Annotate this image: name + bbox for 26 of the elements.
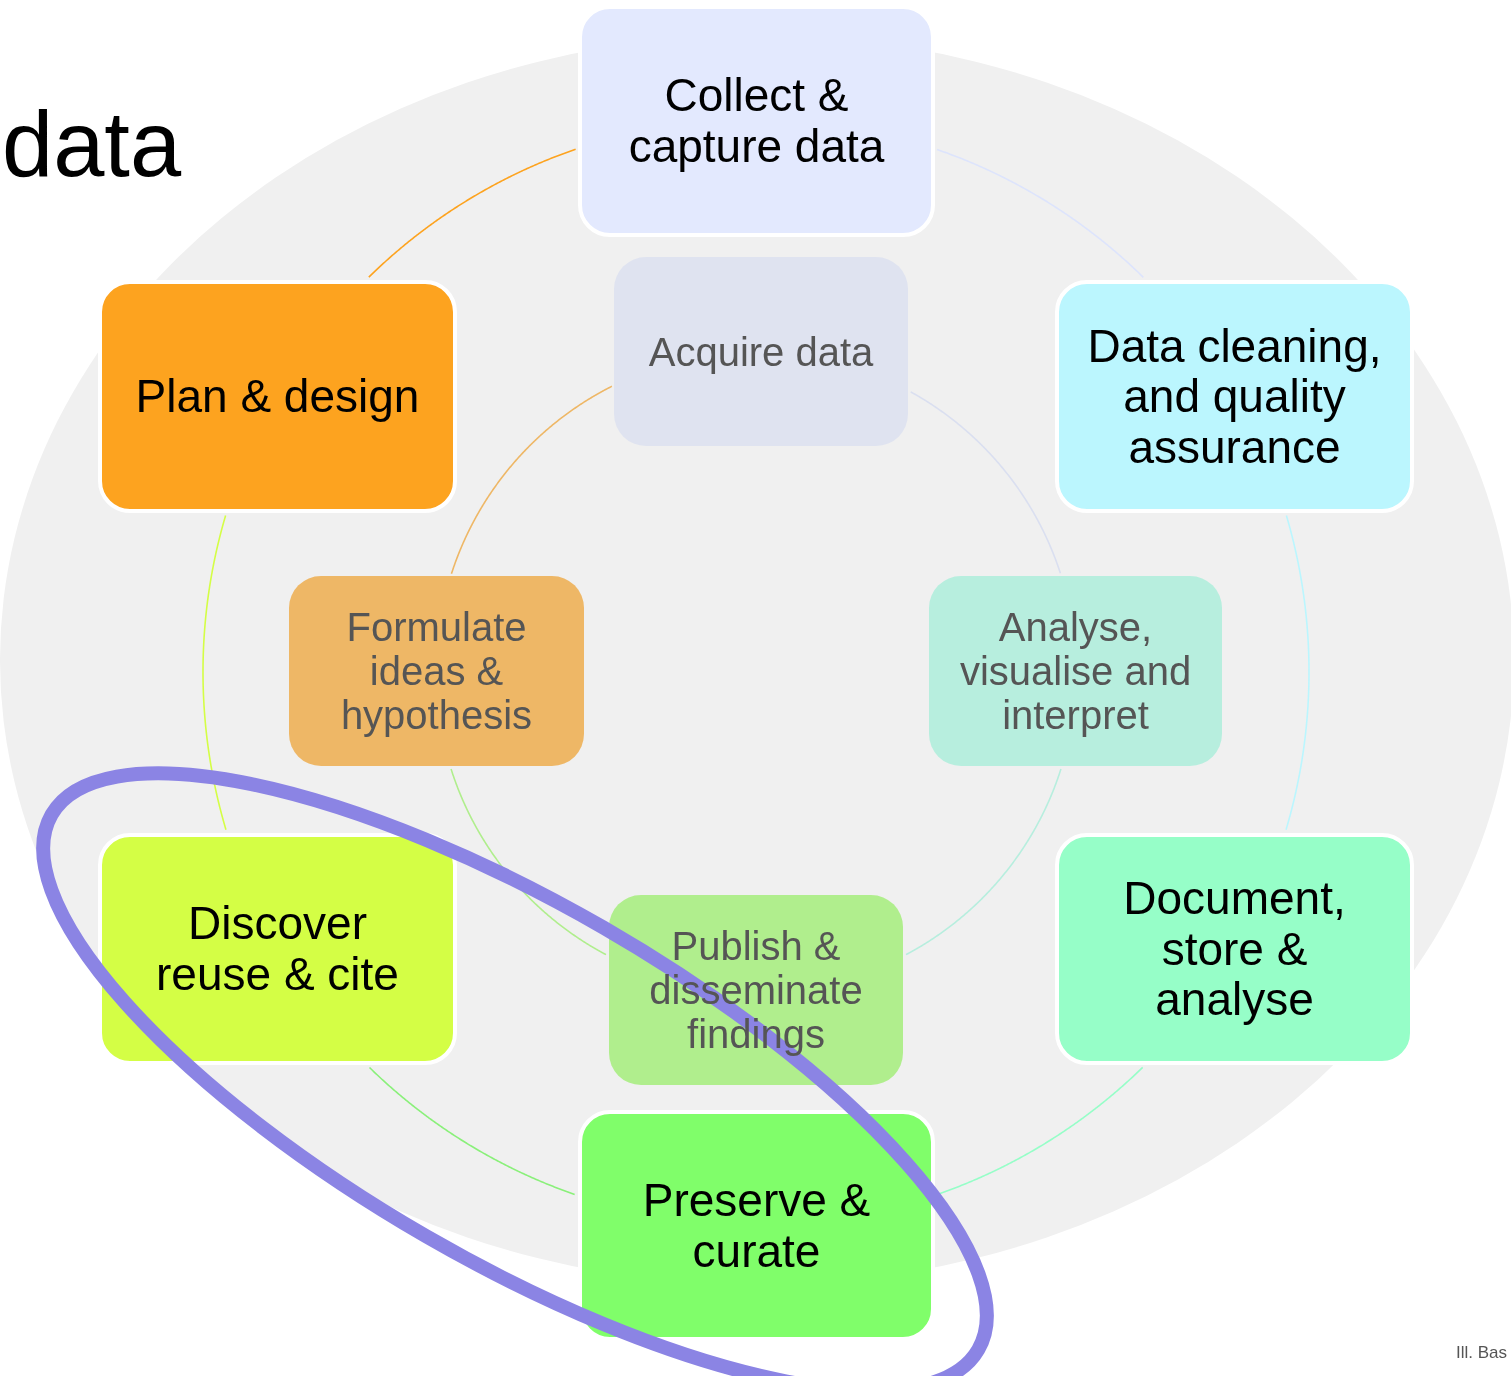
connector-arc	[909, 391, 1062, 575]
connector-arc	[368, 148, 577, 278]
step-box	[289, 576, 584, 766]
stage-box	[98, 833, 457, 1065]
connector-arc	[1285, 514, 1310, 831]
box-label: Data cleaning, and quality assurance	[1086, 320, 1383, 473]
stage-box	[98, 280, 457, 513]
box-label: Document, store & analyse	[1122, 873, 1347, 1025]
connector-arc	[368, 1066, 576, 1196]
connector-arc	[905, 768, 1062, 956]
connector-arc	[202, 514, 227, 831]
connector-arc	[450, 385, 613, 575]
step-box	[929, 576, 1222, 766]
connector-arc	[937, 1066, 1144, 1195]
box-label: Formulate ideas & hypothesis	[339, 605, 534, 737]
credit-note: Ill. Bas	[1455, 1343, 1507, 1363]
stage-box	[1055, 280, 1414, 513]
box-label: Preserve & curate	[641, 1174, 872, 1277]
box-label: Discover reuse & cite	[155, 898, 400, 1000]
title: data	[2, 92, 182, 197]
stage-box	[1055, 833, 1414, 1065]
box-label: Plan & design	[135, 371, 420, 422]
box-label: Analyse, visualise and interpret	[958, 605, 1193, 737]
box-label: Acquire data	[648, 329, 874, 374]
box-label: Collect & capture data	[627, 70, 886, 172]
connector-arc	[936, 148, 1145, 279]
